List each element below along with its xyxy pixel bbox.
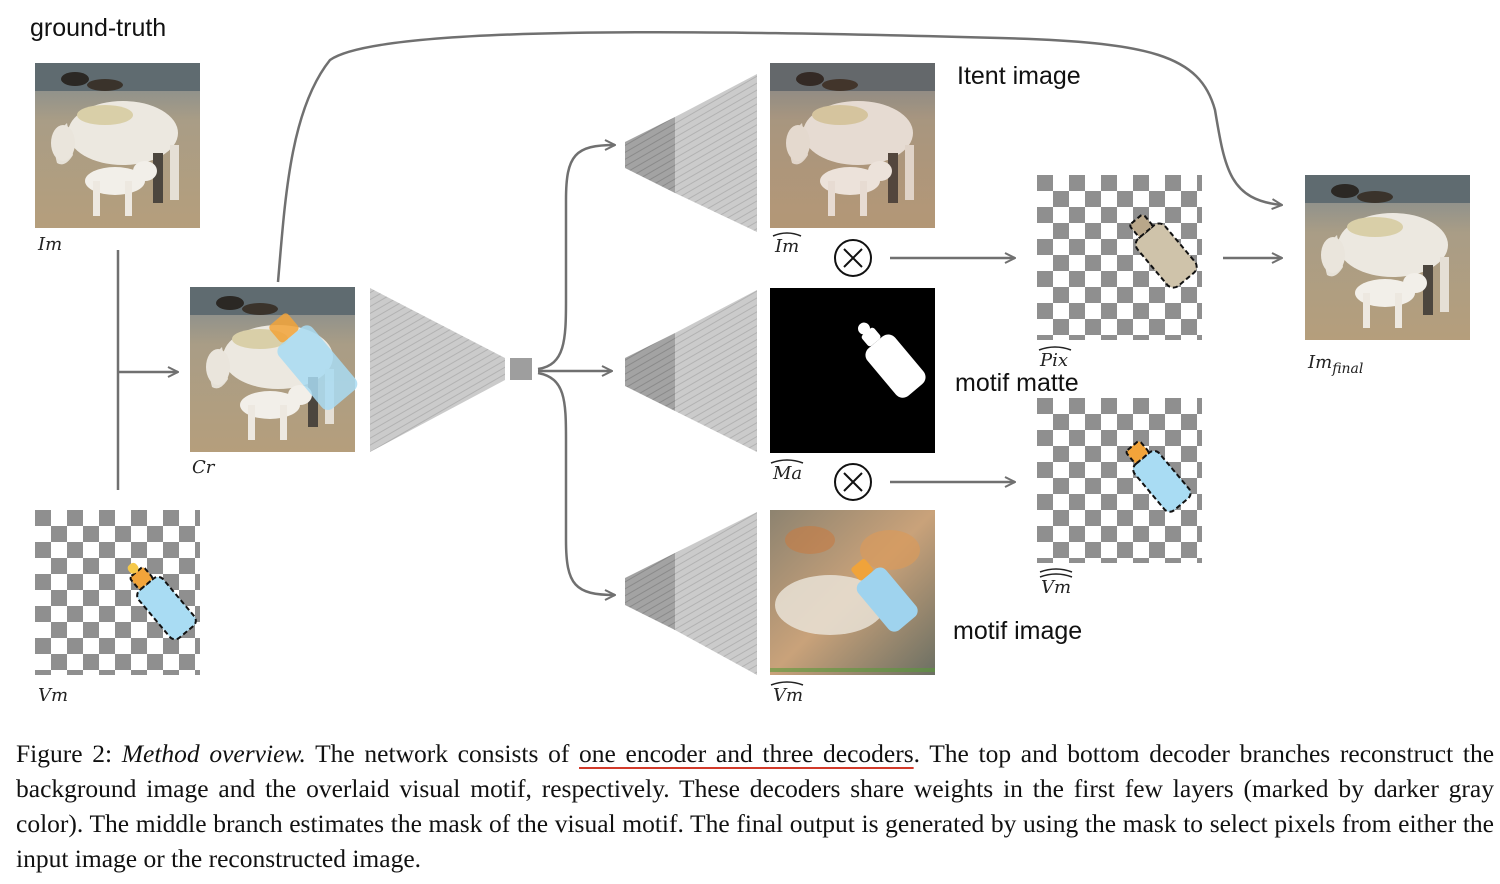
figure-label: Figure 2:: [16, 739, 113, 768]
skip-connection-arrow: [276, 30, 1282, 283]
figure-caption: Figure 2: Method overview. The network c…: [16, 736, 1494, 876]
decoder-bottom: [625, 512, 757, 675]
vm-label: Vm: [38, 685, 68, 706]
caption-text-2: . The top and bottom decoder branches re…: [16, 739, 1495, 873]
latent-code: [510, 358, 532, 380]
underlined-phrase: one encoder and three decoders: [579, 739, 914, 768]
decoder-middle: [625, 290, 757, 452]
lent-image-label: Itent image: [957, 62, 1081, 90]
bottle-icon: [127, 562, 197, 641]
pix-hat-label: Pix: [1039, 350, 1068, 371]
method-diagram: ground-truth Im Vm Cr: [30, 14, 1470, 706]
im-final-label: Imfinal: [1307, 352, 1363, 377]
vm-hat-label: Vm: [773, 685, 803, 706]
encoder-network: [370, 288, 505, 452]
pixel-selection-image: [1037, 175, 1202, 340]
masked-motif-image: [1037, 398, 1202, 563]
final-output-image: [1305, 175, 1470, 340]
im-label: Im: [37, 234, 62, 255]
reconstructed-image: [770, 63, 935, 228]
ground-truth-label: ground-truth: [30, 14, 166, 42]
im-final-subscript: final: [1331, 361, 1363, 377]
visual-motif-image: [35, 510, 200, 675]
motif-image-label: motif image: [953, 617, 1082, 645]
ground-truth-image: [35, 63, 200, 228]
reconstructed-motif-image: [770, 510, 935, 675]
branch-arrow-bottom: [537, 371, 615, 595]
im-hat-label: Im: [774, 236, 799, 257]
composite-image: [190, 287, 358, 452]
decoder-top: [625, 74, 757, 232]
caption-text-1: The network consists of: [315, 739, 570, 768]
method-title: Method overview.: [121, 739, 306, 768]
mask-image: [770, 288, 935, 453]
vm-hat-hat-label: Vm: [1041, 577, 1071, 598]
multiply-icon-top: [834, 239, 872, 277]
branch-arrow-top: [537, 145, 615, 371]
ma-hat-label: Ma: [772, 463, 802, 484]
motif-matte-label: motif matte: [955, 369, 1079, 397]
multiply-icon-bottom: [834, 463, 872, 501]
im-final-base: Im: [1307, 352, 1332, 373]
cr-label: Cr: [192, 457, 216, 478]
